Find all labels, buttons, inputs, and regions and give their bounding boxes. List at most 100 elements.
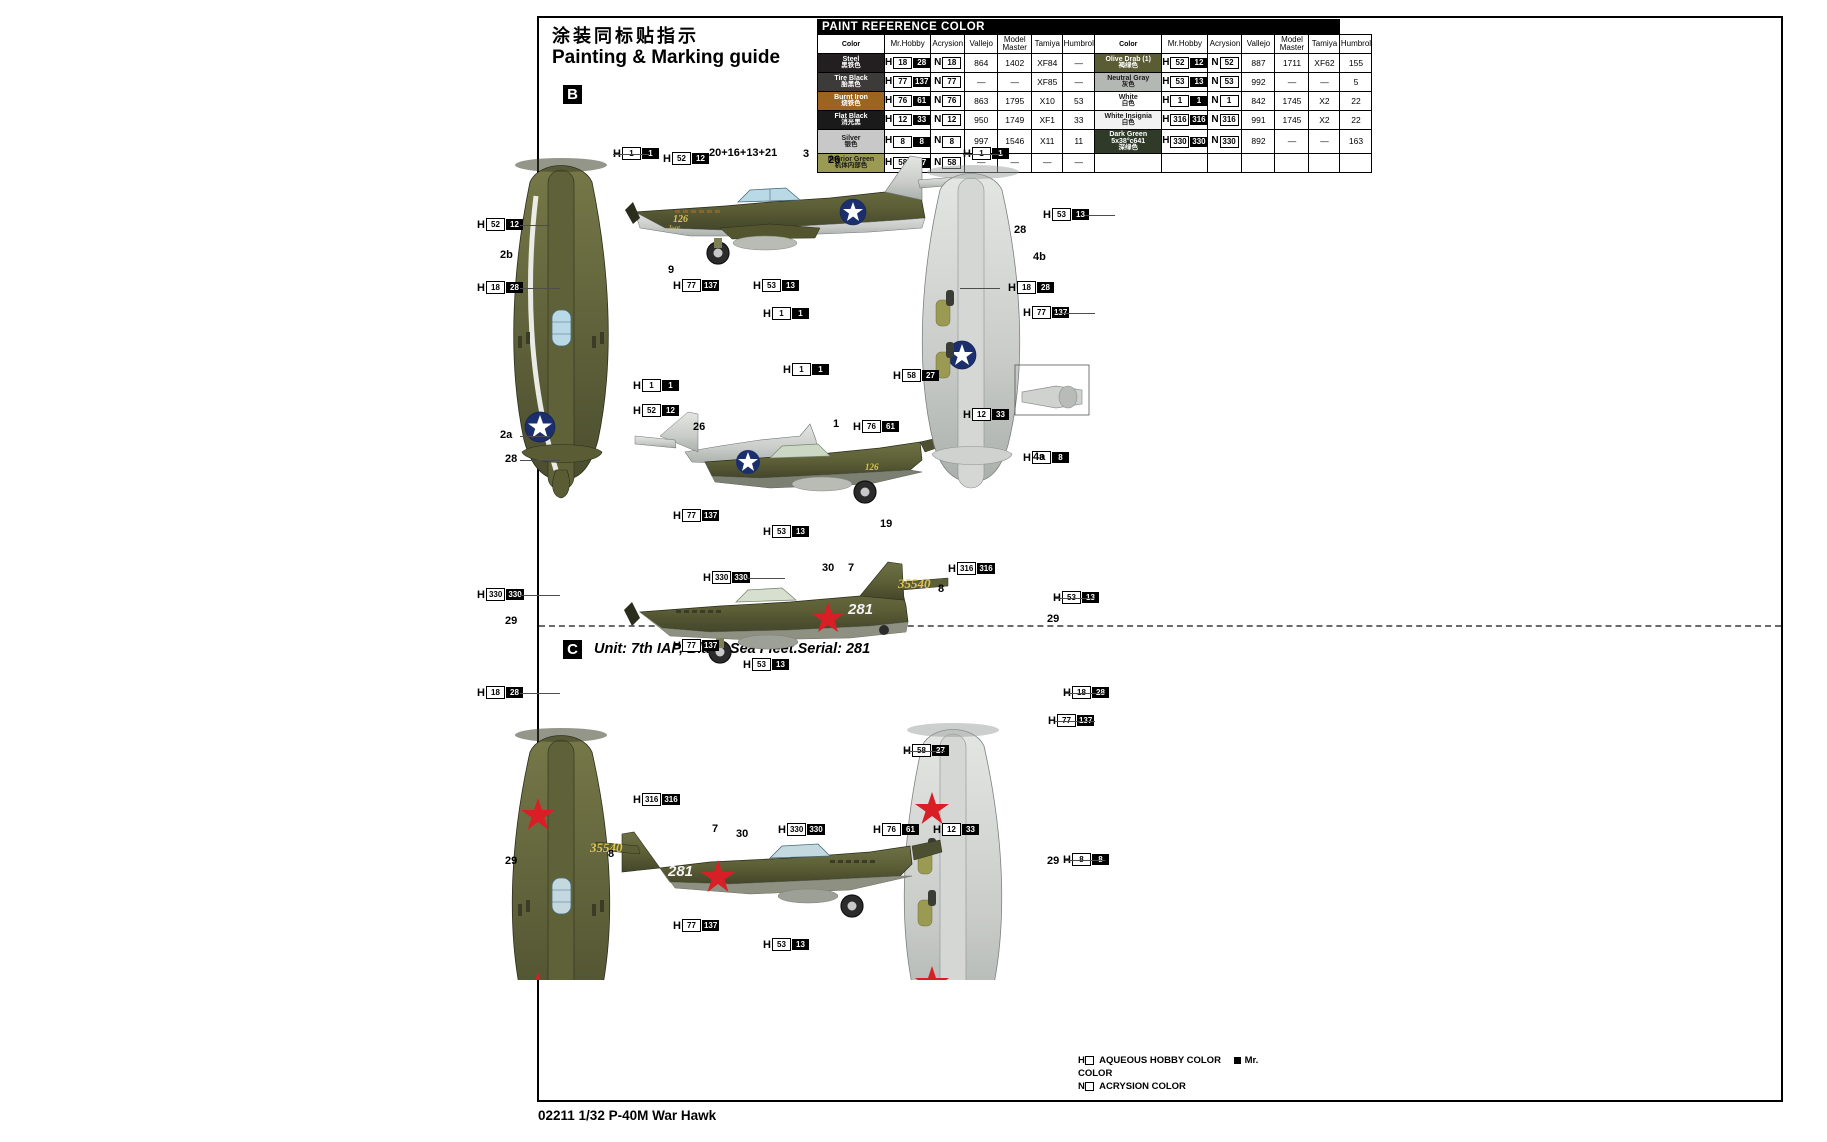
callout-letter: H [963, 148, 971, 160]
callout-code-b: 13 [791, 939, 809, 950]
callout-code-a: 8 [1071, 853, 1091, 866]
paint-mm-right: — [1274, 129, 1310, 154]
callout-code-b: 27 [921, 370, 939, 381]
callout-letter: H [673, 639, 681, 652]
col-acrysion-right: Acrysion [1207, 34, 1243, 55]
callout-code-b: 137 [701, 510, 720, 521]
callout-number-label: 7 [712, 823, 719, 835]
callout-number-label: 4b [1033, 251, 1046, 263]
paint-callout-tag: H88 [1063, 853, 1109, 866]
callout-code-b: 61 [881, 421, 899, 432]
paint-humbrol-right: 22 [1339, 110, 1373, 131]
callout-letter: H [873, 823, 881, 836]
callout-code-b: 1 [991, 148, 1009, 159]
callout-letter: H [1008, 281, 1016, 294]
callout-letter: H [783, 363, 791, 376]
callout-code-a: 58 [911, 744, 931, 757]
callout-code-b: 33 [961, 824, 979, 835]
paint-tamiya-left: XF84 [1031, 53, 1064, 74]
paint-humbrol-right: 5 [1339, 72, 1373, 93]
callout-letter: H [633, 404, 641, 417]
paint-humbrol-left: — [1062, 152, 1096, 173]
leader-line [963, 154, 1003, 155]
callout-letter: H [477, 686, 485, 699]
callout-letter: H [778, 823, 786, 836]
callout-number-label: 28 [1014, 224, 1027, 236]
callout-code-a: 1 [641, 379, 661, 392]
callout-number-label: 4a [1033, 451, 1046, 463]
col-tamiya-right: Tamiya [1308, 34, 1341, 55]
paint-vallejo-left: — [964, 72, 999, 93]
callout-number-label: 26 [693, 421, 706, 433]
paint-humbrol-left: — [1062, 72, 1096, 93]
callout-code-b: 12 [691, 153, 709, 164]
legend-acrysion-label: ACRYSION COLOR [1099, 1080, 1186, 1092]
callout-code-a: 52 [485, 218, 505, 231]
section-divider [539, 625, 1781, 627]
callout-number-label: 30 [736, 828, 749, 840]
paint-vallejo-right: 842 [1241, 91, 1276, 112]
callout-code-a: 8 [1031, 451, 1051, 464]
paint-tamiya-right: X2 [1308, 91, 1341, 112]
callout-letter: H [948, 562, 956, 575]
callout-code-a: 330 [485, 588, 506, 601]
callout-code-a: 77 [681, 639, 701, 652]
leader-line [745, 578, 785, 579]
col-color-left: Color [817, 34, 885, 55]
paint-mm-left: 1749 [997, 110, 1033, 131]
paint-tamiya-right: XF62 [1308, 53, 1341, 74]
callout-letter: H [933, 823, 941, 836]
callout-code-a: 53 [1051, 208, 1071, 221]
callout-code-a: 53 [771, 525, 791, 538]
c-plan-right [903, 723, 1003, 980]
callout-code-b: 1 [791, 308, 809, 319]
paint-table-title: PAINT REFERENCE COLOR [816, 18, 1341, 36]
svg-text:35540: 35540 [589, 840, 623, 855]
callout-code-a: 18 [485, 686, 505, 699]
callout-code-a: 1 [771, 307, 791, 320]
callout-code-b: 13 [771, 659, 789, 670]
callout-code-a: 77 [1031, 306, 1051, 319]
paint-vallejo-right: 887 [1241, 53, 1276, 74]
callout-number-label: 19 [880, 518, 893, 530]
callout-letter: H [1053, 592, 1061, 604]
callout-letter: H [477, 281, 485, 294]
paint-mm-left: 1795 [997, 91, 1033, 112]
callout-number-label: 7 [848, 562, 855, 574]
page-title-chinese: 涂装同标贴指示 [552, 26, 699, 47]
callout-code-b: 330 [506, 589, 524, 600]
callout-code-b: 316 [662, 794, 680, 805]
leader-line [1065, 860, 1105, 861]
callout-letter: H [1023, 451, 1031, 464]
callout-code-b: 13 [791, 526, 809, 537]
callout-letter: H [673, 279, 681, 292]
paint-tamiya-left: XF1 [1031, 110, 1064, 131]
callout-number-label: 3 [803, 148, 810, 160]
callout-letter: H [753, 279, 761, 292]
callout-code-a: 18 [485, 281, 505, 294]
legend-line-2: N ACRYSION COLOR [1078, 1081, 1288, 1094]
callout-number-label: 30 [822, 562, 835, 574]
